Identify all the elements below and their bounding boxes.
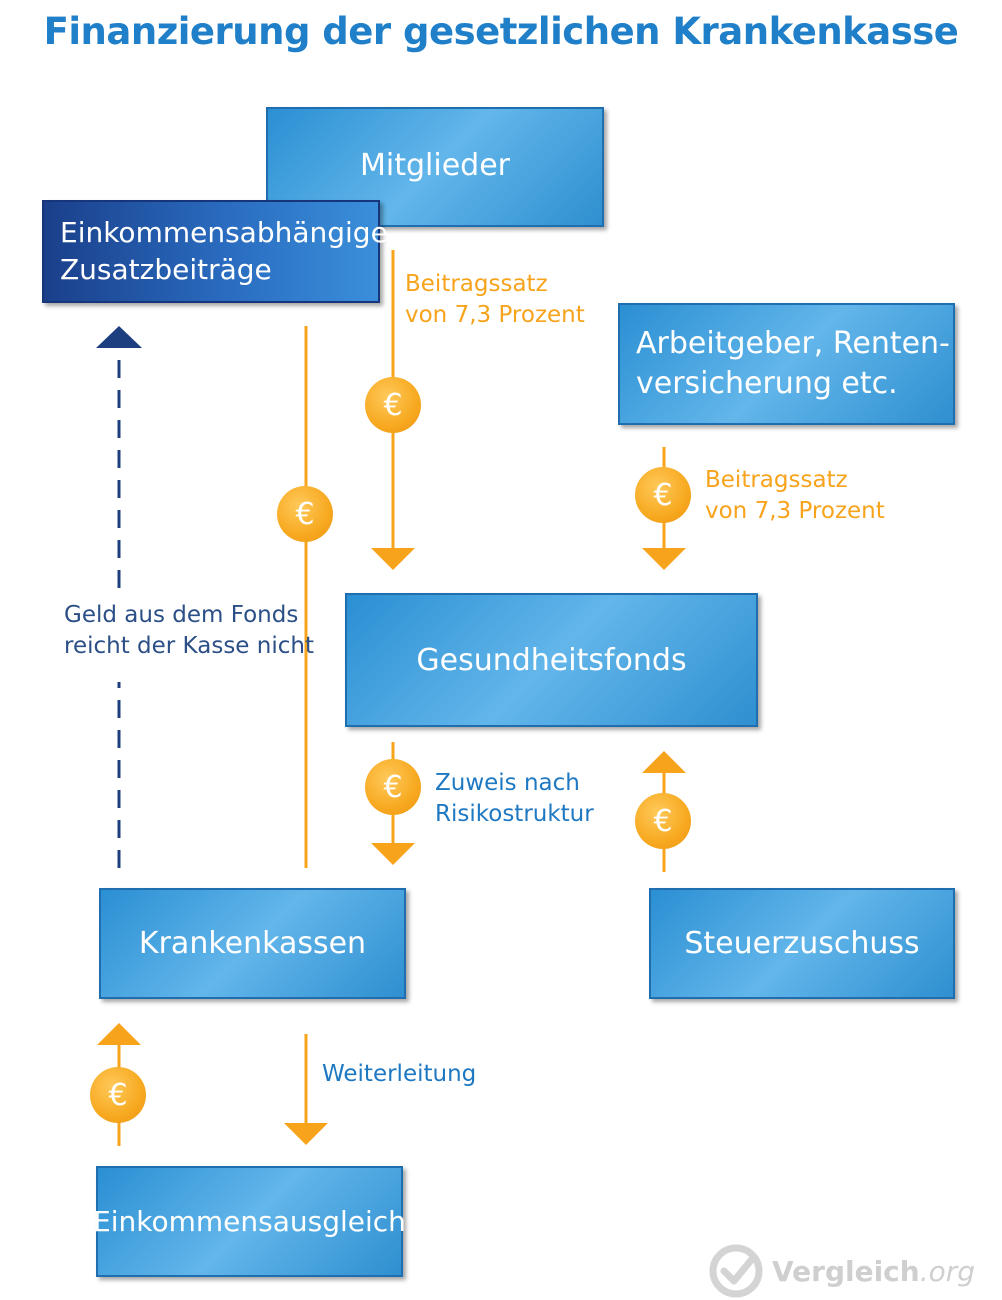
arrowhead-steuer-fonds [642,751,686,773]
watermark: Vergleich.org [708,1243,975,1299]
arrowhead-fonds-kassen [371,843,415,865]
box-gesundheitsfonds: Gesundheitsfonds [345,593,758,727]
label-beitragssatz-arbeitgeber: Beitragssatz von 7,3 Prozent [705,465,885,528]
euro-coin-icon: € [365,759,421,815]
box-gesundheitsfonds-label: Gesundheitsfonds [416,642,687,678]
euro-coin-icon: € [365,377,421,433]
label-zuweis-line1: Zuweis nach [435,770,580,796]
box-zusatzbeitraege: Einkommensabhängige Zusatzbeiträge [42,200,388,303]
label-beitragssatz-mitglieder: Beitragssatz von 7,3 Prozent [405,269,585,332]
label-geld-aus-fonds-line1: Geld aus dem Fonds [64,602,299,628]
label-zuweis-line2: Risikostruktur [435,801,594,828]
arrowhead-mitglieder-fonds [371,548,415,570]
euro-coin-icon: € [277,486,333,542]
euro-coin-icon: € [635,467,691,523]
watermark-brand: Vergleich.org [772,1255,975,1288]
label-geld-aus-fonds: Geld aus dem Fonds reicht der Kasse nich… [64,600,314,663]
watermark-brand-name: Vergleich [772,1254,920,1288]
box-arbeitgeber-line2: versicherung etc. [636,366,898,401]
euro-coin-icon: € [90,1067,146,1123]
box-krankenkassen: Krankenkassen [99,888,406,999]
arrowhead-dashed-zusatz [96,326,142,348]
check-circle-icon [709,1244,763,1298]
label-beitragssatz-mitglieder-line2: von 7,3 Prozent [405,302,585,329]
page-title: Finanzierung der gesetzlichen Krankenkas… [43,10,959,53]
label-weiterleitung-text: Weiterleitung [322,1061,477,1087]
arrowhead-ausgleich-kassen [97,1023,141,1045]
box-zusatzbeitraege-line1: Einkommensabhängige [60,215,388,249]
box-arbeitgeber-line1: Arbeitgeber, Renten- [636,326,950,362]
label-geld-aus-fonds-line2: reicht der Kasse nicht [64,633,314,660]
box-mitglieder: Mitglieder [266,107,604,227]
watermark-brand-suffix: .org [919,1254,976,1288]
euro-coin-icon: € [635,793,691,849]
box-steuerzuschuss-label: Steuerzuschuss [684,926,920,961]
label-weiterleitung: Weiterleitung [322,1059,476,1090]
label-beitragssatz-arbeitgeber-line1: Beitragssatz [705,467,848,493]
box-krankenkassen-label: Krankenkassen [138,926,367,961]
arrowhead-kassen-ausgleich [284,1123,328,1145]
label-beitragssatz-arbeitgeber-line2: von 7,3 Prozent [705,498,885,525]
box-arbeitgeber: Arbeitgeber, Renten- versicherung etc. [618,303,955,425]
box-einkommensausgleich-label: Einkommensausgleich [93,1205,406,1238]
box-einkommensausgleich: Einkommensausgleich [93,1166,406,1277]
label-beitragssatz-mitglieder-line1: Beitragssatz [405,271,548,297]
box-zusatzbeitraege-line2: Zusatzbeiträge [60,252,272,286]
label-zuweis: Zuweis nach Risikostruktur [435,768,594,831]
box-steuerzuschuss: Steuerzuschuss [649,888,955,999]
arrowhead-arbeitgeber-fonds [642,548,686,570]
box-mitglieder-label: Mitglieder [360,147,510,183]
